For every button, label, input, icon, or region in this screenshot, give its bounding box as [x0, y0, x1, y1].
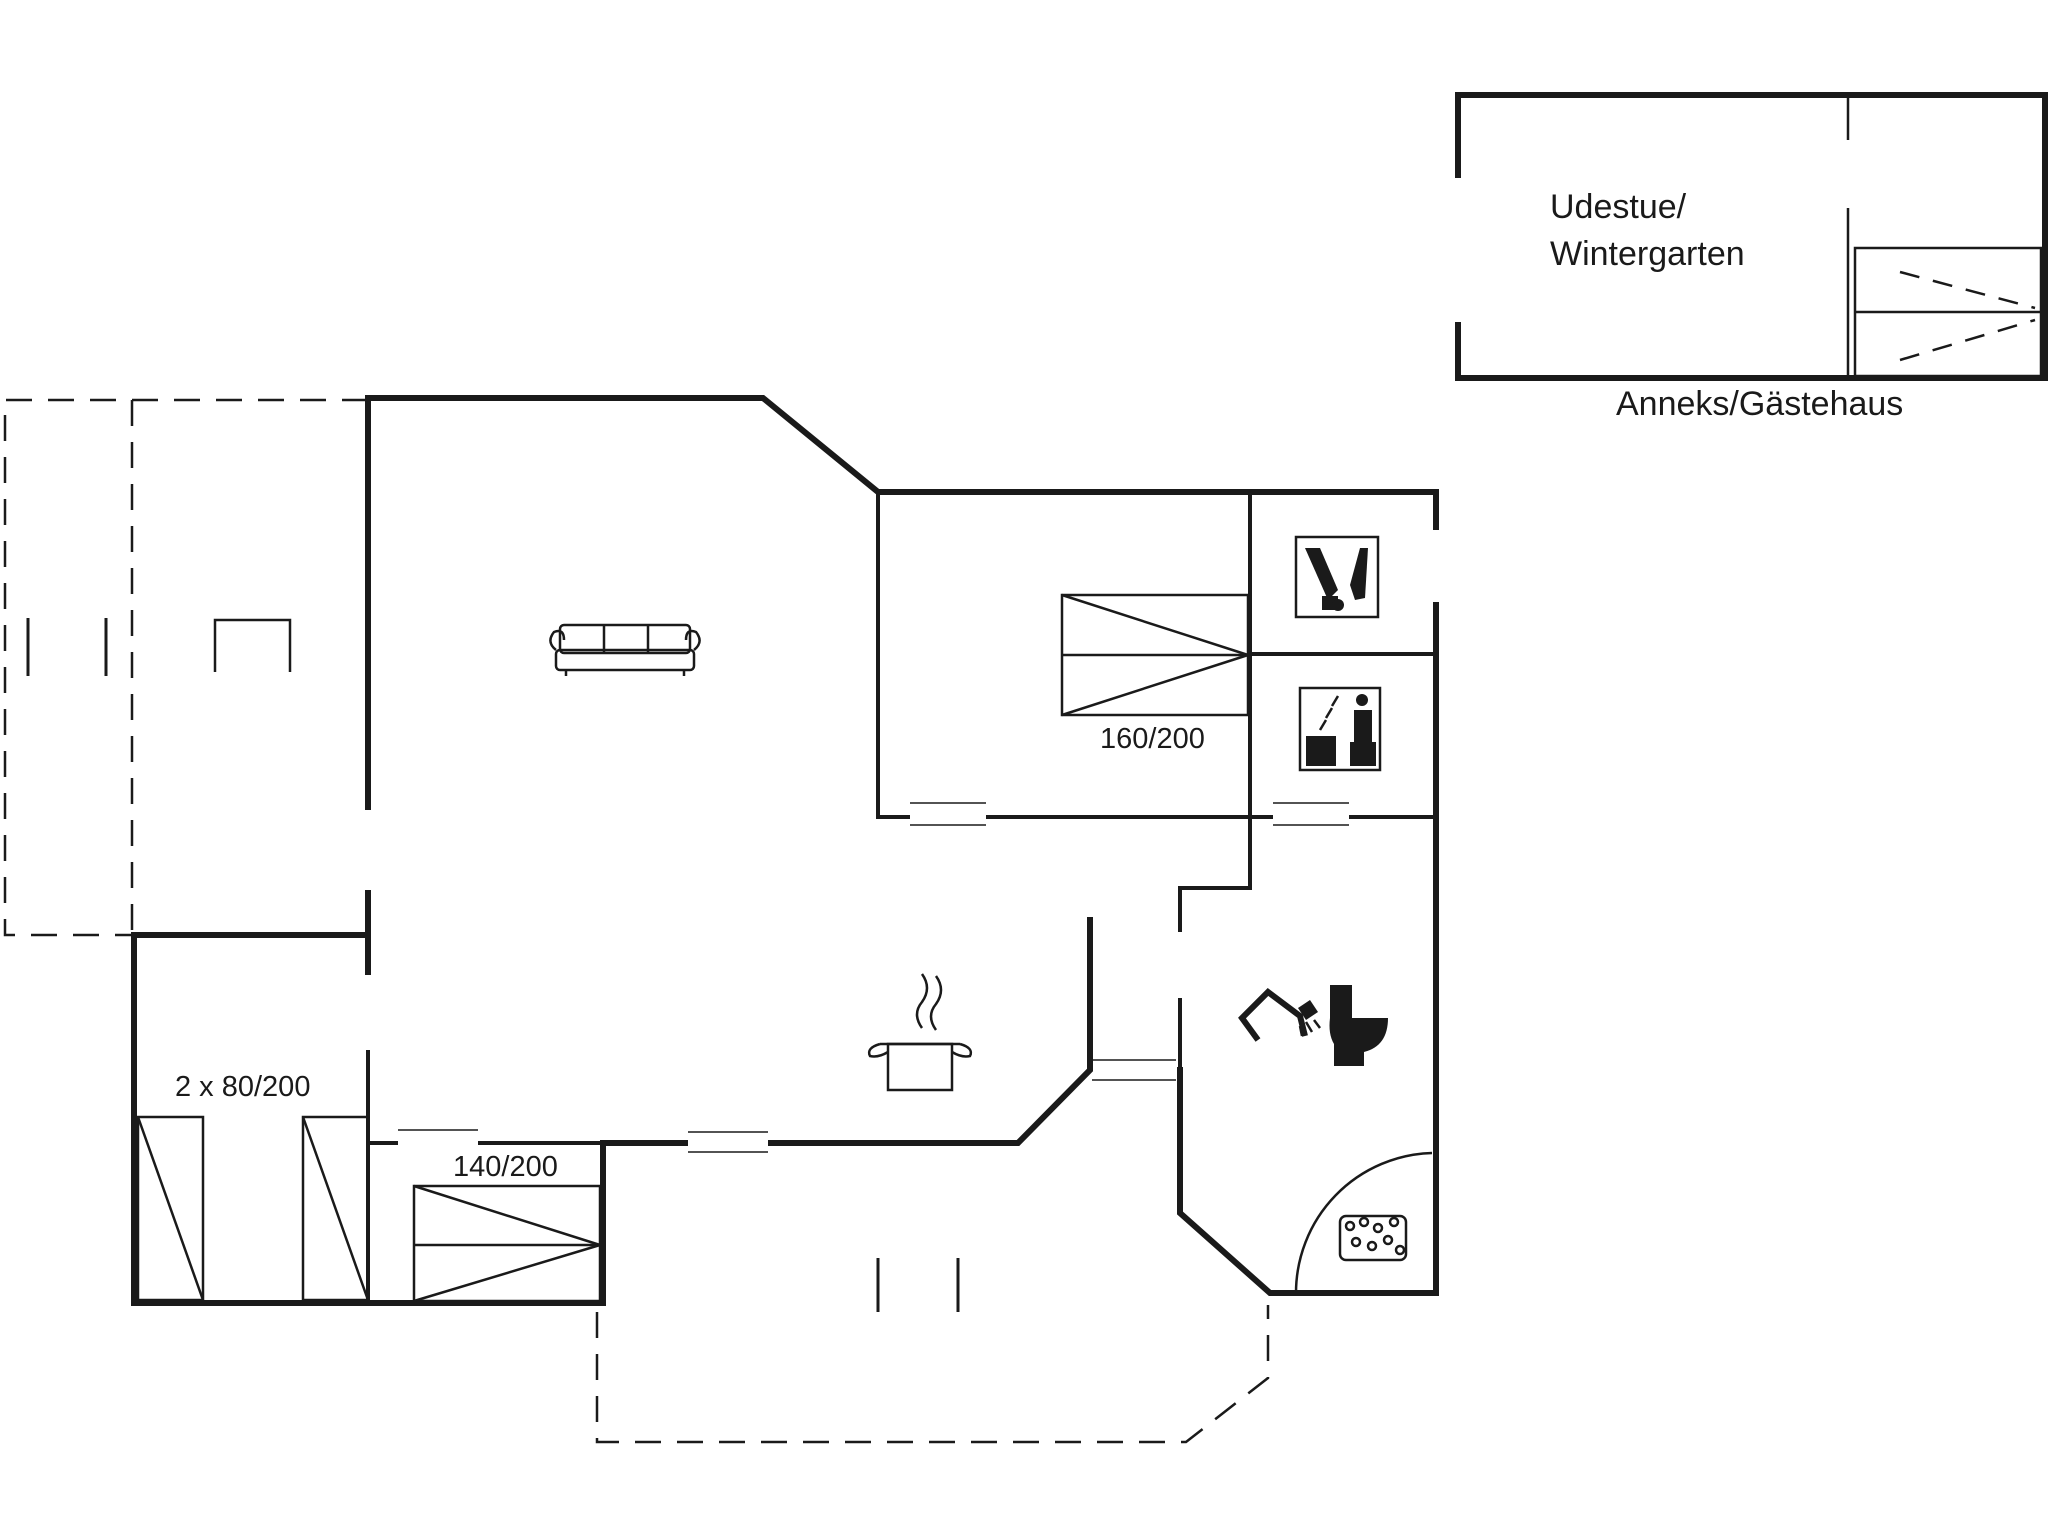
terrace-west	[3, 398, 368, 937]
annex-bed	[1853, 246, 2043, 378]
table-icon	[213, 618, 292, 672]
sauna-icon	[1298, 686, 1382, 772]
hot-tub-icon	[1294, 1151, 1433, 1294]
bed-master: 160/200	[1060, 593, 1250, 755]
bed-double-label: 140/200	[453, 1151, 558, 1183]
main-house-walls	[131, 395, 1439, 1306]
bed-twin: 2 x 80/200	[136, 1071, 370, 1302]
annex-room-label: Udestue/ Wintergarten	[1550, 188, 1745, 273]
terrace-south	[595, 1305, 1270, 1444]
bed-master-label: 160/200	[1100, 723, 1205, 755]
shower-icon	[1238, 988, 1321, 1042]
bed-twin-label: 2 x 80/200	[175, 1071, 310, 1103]
annex-building: Udestue/ Wintergarten Anneks/Gästehaus	[1455, 92, 2048, 423]
bed-double: 140/200	[412, 1151, 602, 1303]
washing-machine-icon	[1294, 535, 1380, 619]
annex-caption: Anneks/Gästehaus	[1616, 385, 1903, 423]
sofa-icon	[549, 623, 701, 676]
toilet-icon	[1329, 985, 1388, 1066]
door-openings	[359, 530, 1445, 1153]
cooking-pot-icon	[867, 973, 973, 1092]
